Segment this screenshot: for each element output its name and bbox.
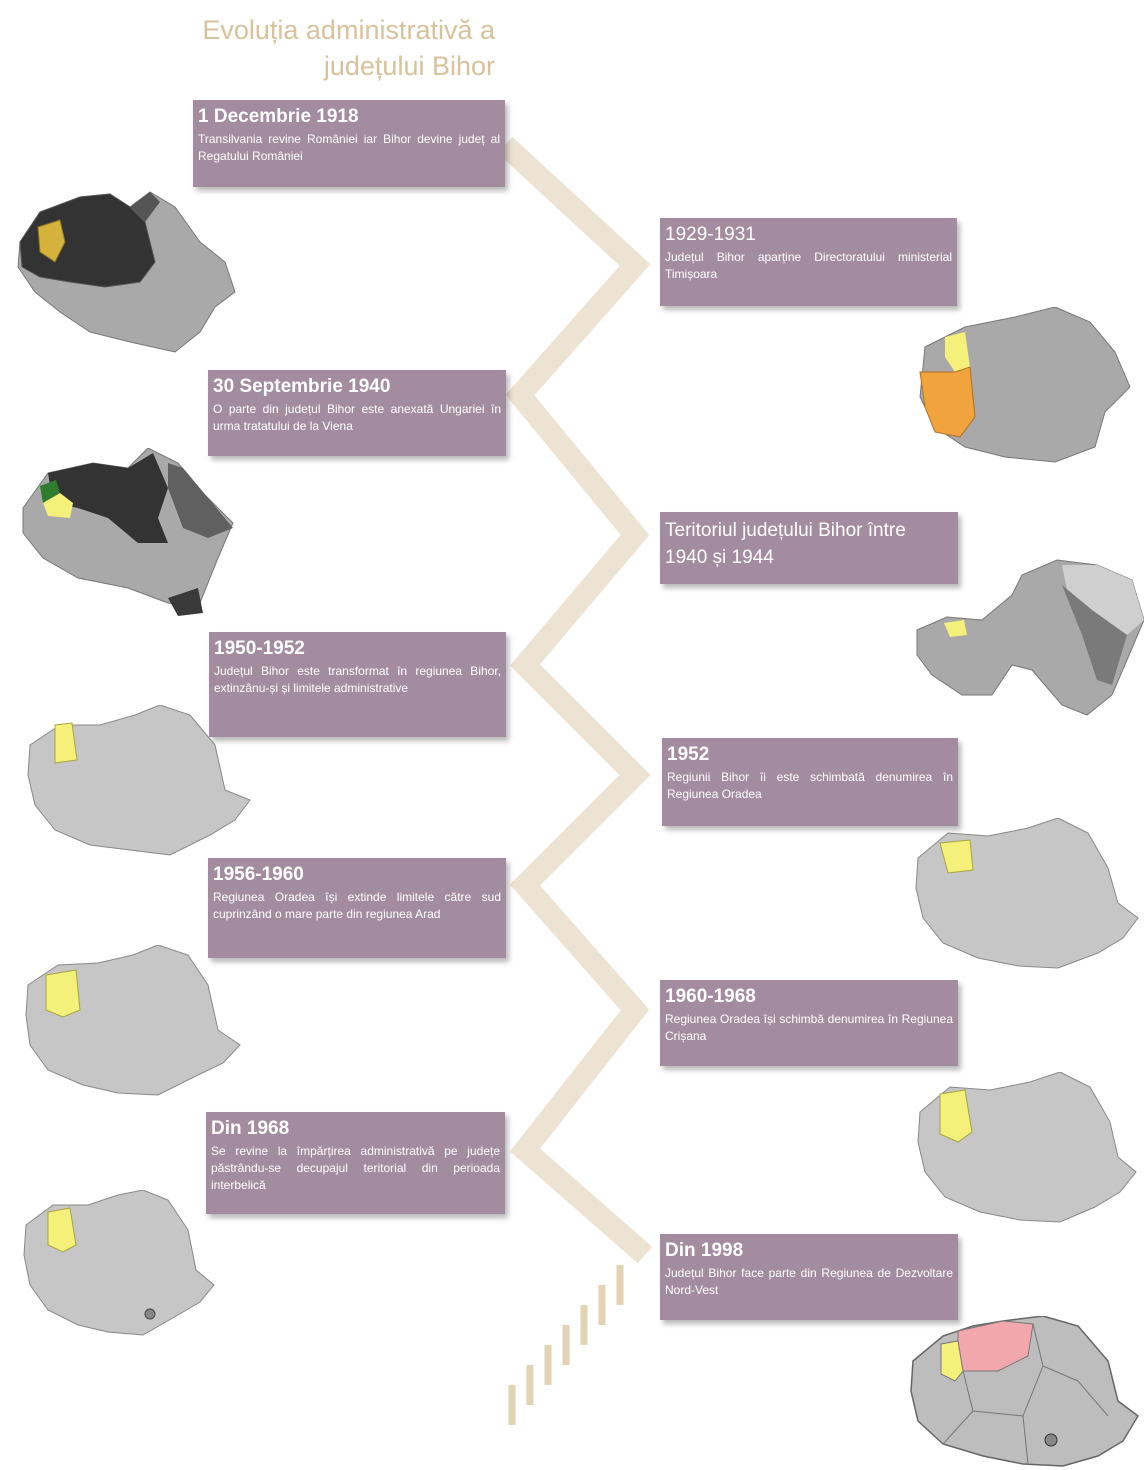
map-1950-1952 — [20, 705, 255, 865]
event-date: 1960-1968 — [665, 986, 756, 1007]
event-date: Din 1968 — [211, 1118, 290, 1139]
event-date: Din 1998 — [665, 1240, 744, 1261]
event-description: Regiunea Oradea își extinde limitele căt… — [213, 890, 501, 921]
event-1940: 30 Septembrie 1940 O parte din județul B… — [208, 370, 506, 456]
event-date: 1952 — [667, 744, 710, 765]
timeline-zigzag — [497, 136, 653, 1264]
map-1968 — [18, 1190, 218, 1340]
event-date: 1956-1960 — [213, 864, 304, 885]
event-1968: Din 1968 Se revine la împărțirea adminis… — [206, 1112, 505, 1214]
map-1940 — [18, 448, 240, 618]
event-description: Regiunii Bihor îi este schimbată denumir… — [667, 770, 953, 801]
event-date: 1929-1931 — [665, 224, 756, 245]
map-1952 — [908, 818, 1140, 978]
map-1929-1931 — [905, 307, 1137, 467]
map-1940-1944 — [912, 555, 1144, 720]
event-description: O parte din județul Bihor este anexată U… — [213, 402, 501, 433]
event-date: Teritoriul județului Bihor între 1940 și… — [665, 520, 906, 568]
event-description: Regiunea Oradea își schimbă denumirea în… — [665, 1012, 953, 1043]
event-1918: 1 Decembrie 1918 Transilvania revine Rom… — [193, 100, 505, 187]
event-description: Județul Bihor este transformat în regiun… — [214, 664, 501, 695]
event-1940-1944: Teritoriul județului Bihor între 1940 și… — [660, 512, 958, 584]
event-date: 1950-1952 — [214, 638, 305, 659]
event-description: Se revine la împărțirea administrativă p… — [211, 1144, 500, 1192]
event-1956-1960: 1956-1960 Regiunea Oradea își extinde li… — [208, 858, 506, 958]
event-1952: 1952 Regiunii Bihor îi este schimbată de… — [662, 738, 958, 826]
map-1960-1968 — [910, 1072, 1138, 1232]
event-description: Județul Bihor aparține Directoratului mi… — [665, 250, 952, 281]
event-date: 30 Septembrie 1940 — [213, 376, 391, 397]
map-1998 — [903, 1316, 1140, 1468]
event-1929-1931: 1929-1931 Județul Bihor aparține Directo… — [660, 218, 957, 306]
event-1960-1968: 1960-1968 Regiunea Oradea își schimbă de… — [660, 980, 958, 1066]
map-1918 — [10, 182, 240, 357]
event-date: 1 Decembrie 1918 — [198, 106, 359, 127]
event-1998: Din 1998 Județul Bihor face parte din Re… — [660, 1234, 958, 1320]
timeline-dashed-end — [508, 1265, 624, 1425]
page-title: Evoluția administrativă a județului Biho… — [202, 15, 495, 81]
event-description: Transilvania revine României iar Bihor d… — [198, 132, 500, 163]
map-1956-1960 — [18, 945, 243, 1105]
event-1950-1952: 1950-1952 Județul Bihor este transformat… — [209, 632, 506, 737]
event-description: Județul Bihor face parte din Regiunea de… — [665, 1266, 953, 1297]
